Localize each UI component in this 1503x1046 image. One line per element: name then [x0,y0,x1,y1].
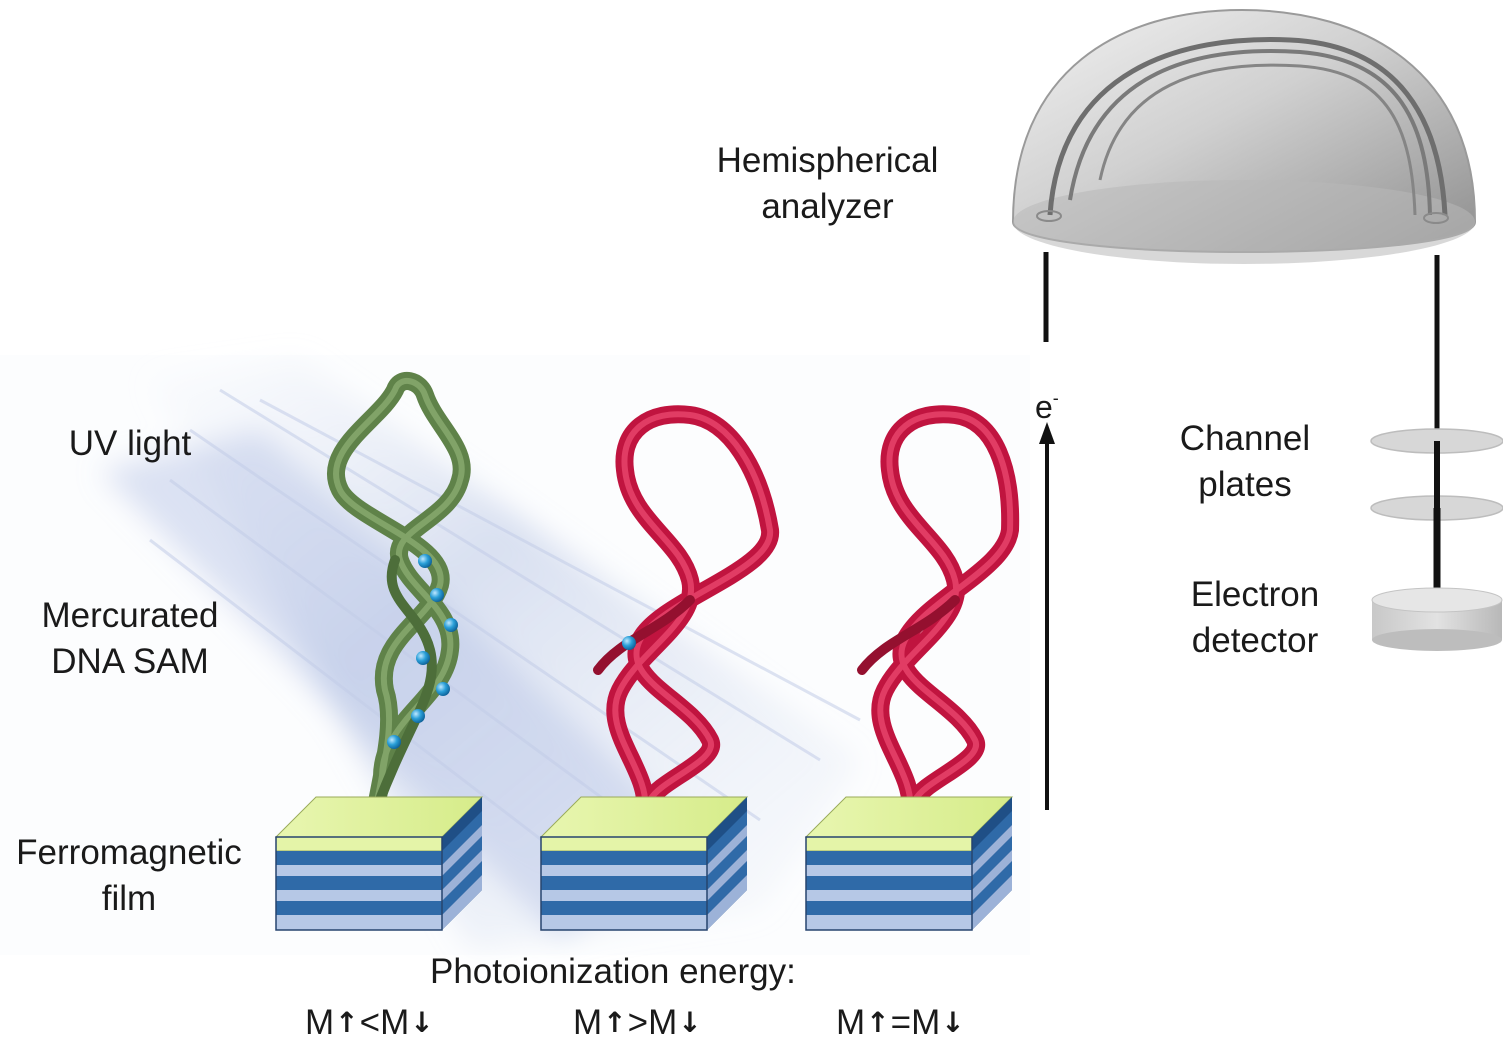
electron-arrow [1039,422,1055,810]
label-electron-symbol: e- [1035,388,1059,426]
ferromagnetic-film-middle [539,796,749,931]
condition-middle-m2: M [648,1003,678,1042]
down-arrow-icon: ↓ [678,1006,702,1039]
ferromagnetic-film-left [274,796,484,931]
label-ferromagnetic-line2: film [101,879,157,918]
label-uv-light: UV light [40,421,220,467]
label-channel-plates: Channel plates [1160,416,1330,508]
condition-middle-op: > [627,1003,649,1042]
label-hemispherical-line2: analyzer [761,187,894,226]
condition-right-m1: M [836,1003,866,1042]
dna-red-middle [593,405,779,819]
mercurated-dna-green [327,372,471,821]
label-electron-sup: - [1052,388,1059,408]
condition-right-op: = [890,1003,912,1042]
mercury-ions-green [387,554,458,749]
label-mercurated-dna-sam: Mercurated DNA SAM [20,593,240,685]
label-electron-detector: Electron detector [1165,572,1345,664]
mercury-ion-red-middle [622,636,636,650]
label-electron-line1: Electron [1190,575,1320,614]
condition-right-m2: M [911,1003,941,1042]
label-mercurated-line2: DNA SAM [51,642,209,681]
down-arrow-icon: ↓ [410,1006,434,1039]
condition-middle: M↑>M↓ [573,1003,703,1043]
up-arrow-icon: ↑ [603,1006,627,1039]
hemispherical-analyzer [1011,8,1477,264]
label-photoionization-energy: Photoionization energy: [430,952,796,991]
label-ferromagnetic-line1: Ferromagnetic [16,833,242,872]
condition-left-m2: M [380,1003,410,1042]
condition-left-m1: M [305,1003,335,1042]
label-electron-line2: detector [1191,621,1319,660]
condition-right: M↑=M↓ [836,1003,966,1043]
dna-red-right [857,405,1020,819]
down-arrow-icon: ↓ [941,1006,965,1039]
label-electron-base: e [1035,389,1053,425]
label-uv-light-text: UV light [68,424,192,463]
label-mercurated-line1: Mercurated [41,596,219,635]
up-arrow-icon: ↑ [335,1006,359,1039]
label-hemispherical-line1: Hemispherical [716,141,939,180]
up-arrow-icon: ↑ [866,1006,890,1039]
condition-left: M↑<M↓ [305,1003,435,1043]
ferromagnetic-film-right [804,796,1014,931]
label-ferromagnetic-film: Ferromagnetic film [0,830,258,922]
condition-middle-m1: M [573,1003,603,1042]
label-hemispherical-analyzer: Hemispherical analyzer [700,138,955,230]
label-channel-line2: plates [1198,465,1292,504]
label-channel-line1: Channel [1179,419,1311,458]
condition-left-op: < [359,1003,381,1042]
electron-detector-cylinder [1371,587,1503,651]
